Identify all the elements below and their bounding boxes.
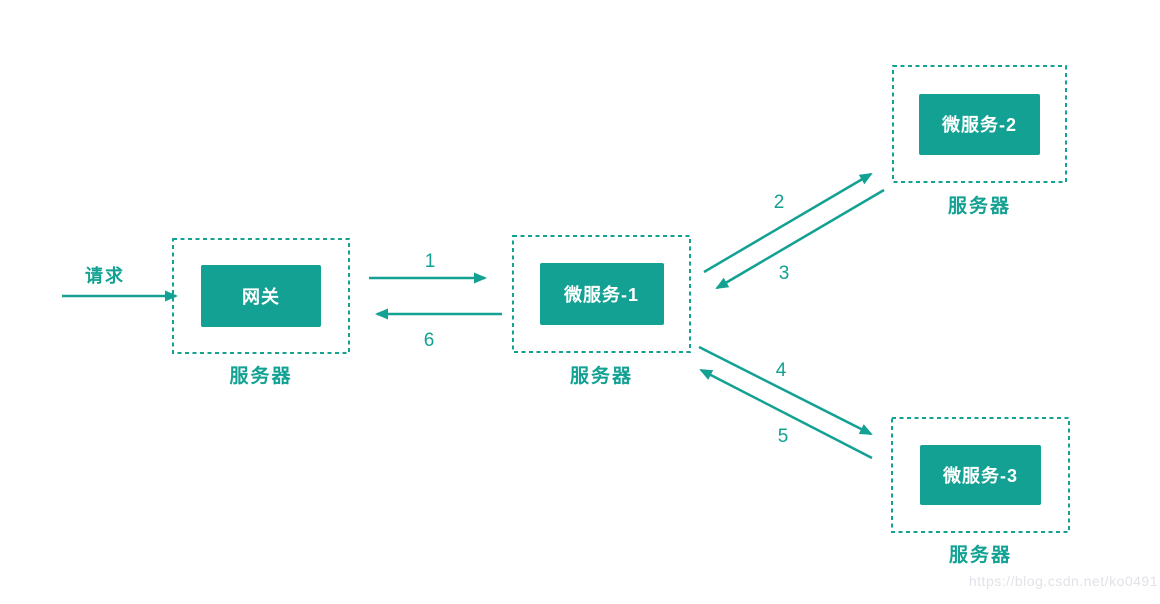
node-ms3: 微服务-3 bbox=[892, 418, 1069, 532]
arrow-3-ms2-to-ms1 bbox=[715, 188, 885, 290]
csdn-watermark: https://blog.csdn.net/ko0491 bbox=[968, 573, 1158, 589]
request-label: 请求 bbox=[85, 266, 125, 286]
ms1-server-label: 服务器 bbox=[569, 366, 633, 387]
arrow-label-5: 5 bbox=[777, 426, 789, 447]
arrow-5-ms3-to-ms1 bbox=[699, 368, 873, 460]
gateway-label: 网关 bbox=[242, 287, 280, 307]
gateway-box: 网关 bbox=[201, 265, 321, 327]
ms3-server-dashed-box bbox=[891, 417, 1070, 533]
ms2-label: 微服务-2 bbox=[941, 115, 1017, 135]
node-ms2: 微服务-2 bbox=[893, 66, 1066, 182]
arrow-label-6: 6 bbox=[423, 330, 435, 351]
arrow-label-1: 1 bbox=[424, 251, 436, 272]
arrow-2-ms1-to-ms2 bbox=[703, 172, 873, 274]
node-ms1: 微服务-1 bbox=[513, 236, 690, 352]
ms1-box: 微服务-1 bbox=[539, 263, 664, 325]
node-gateway: 网关 bbox=[173, 239, 349, 353]
ms3-server-label: 服务器 bbox=[948, 545, 1012, 566]
ms2-box: 微服务-2 bbox=[919, 93, 1040, 155]
gateway-server-label: 服务器 bbox=[229, 366, 293, 387]
arrow-4-ms1-to-ms3 bbox=[698, 345, 873, 436]
ms2-server-dashed-box bbox=[892, 65, 1067, 183]
ms2-server-label: 服务器 bbox=[947, 196, 1011, 217]
ms3-box: 微服务-3 bbox=[920, 445, 1041, 505]
ms1-server-dashed-box bbox=[512, 235, 691, 353]
arrow-label-3: 3 bbox=[778, 263, 790, 284]
arrow-label-4: 4 bbox=[775, 360, 787, 381]
ms3-label: 微服务-3 bbox=[942, 466, 1018, 486]
gateway-server-dashed-box bbox=[172, 238, 350, 354]
ms1-label: 微服务-1 bbox=[563, 285, 639, 305]
arrow-label-2: 2 bbox=[773, 192, 785, 213]
